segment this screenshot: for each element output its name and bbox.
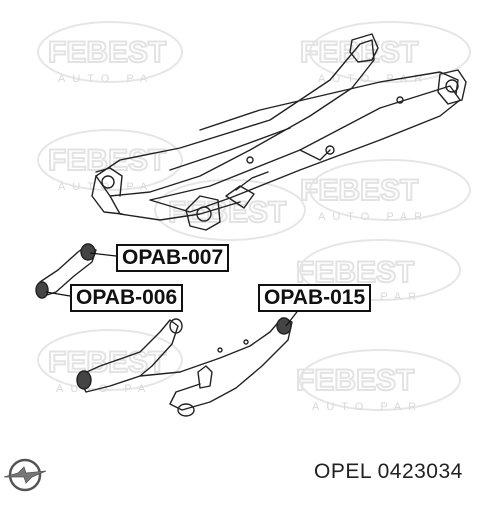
- svg-text:AUTO PAR: AUTO PAR: [312, 401, 423, 413]
- footer-part-number: 0423034: [377, 460, 463, 483]
- watermark-seal: FEBEST AUTO PA: [37, 129, 183, 193]
- svg-text:FEBEST: FEBEST: [300, 36, 418, 69]
- watermark-seal: FEBEST AUTO PA: [37, 21, 183, 85]
- part-label-opab-006: OPAB-006: [76, 286, 178, 309]
- svg-text:FEBEST: FEBEST: [296, 364, 414, 397]
- callout-opab-015: OPAB-015: [258, 284, 372, 312]
- part-label-opab-015: OPAB-015: [264, 286, 366, 309]
- svg-text:FEBEST: FEBEST: [48, 144, 166, 177]
- arm-007-drawing: [35, 243, 97, 299]
- svg-text:FEBEST: FEBEST: [300, 174, 418, 207]
- watermark-seal: FEBEST: [154, 179, 306, 241]
- svg-text:FEBEST: FEBEST: [48, 346, 166, 379]
- footer-part-reference: OPEL 0423034: [314, 460, 463, 484]
- watermark-seal: FEBEST AUTO PAR: [295, 349, 461, 413]
- opel-blitz-logo-icon: [3, 458, 47, 492]
- arm-015-drawing: [76, 317, 293, 417]
- svg-text:AUTO PAR: AUTO PAR: [318, 211, 429, 223]
- callout-opab-007: OPAB-007: [116, 244, 230, 272]
- svg-text:FEBEST: FEBEST: [48, 36, 166, 69]
- svg-text:AUTO PAR: AUTO PAR: [318, 73, 429, 85]
- callout-opab-006: OPAB-006: [70, 284, 184, 312]
- footer-brand: OPEL: [314, 460, 372, 483]
- svg-text:AUTO PA: AUTO PA: [58, 73, 154, 85]
- watermark-seal: FEBEST AUTO PAR: [299, 21, 471, 85]
- watermark-seal: FEBEST AUTO PAR: [299, 159, 471, 223]
- part-label-opab-007: OPAB-007: [122, 246, 224, 269]
- svg-text:AUTO PA: AUTO PA: [58, 181, 154, 193]
